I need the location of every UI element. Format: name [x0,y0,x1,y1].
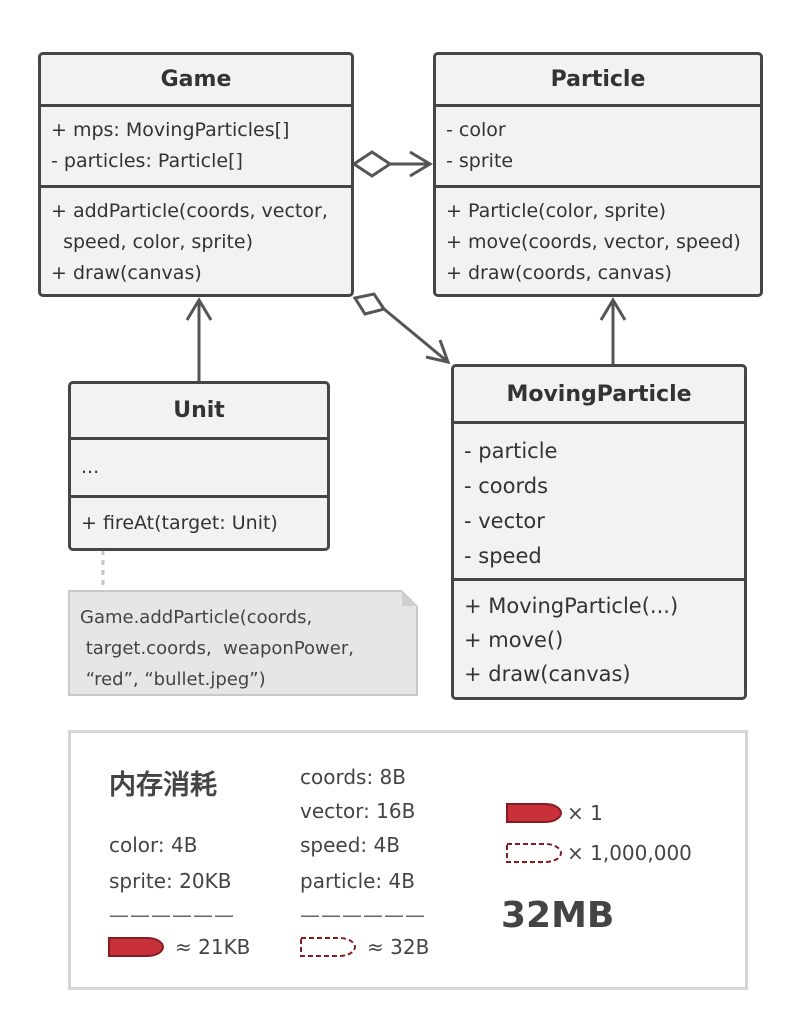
class-unit: Unit ... + fireAt(target: Unit) [68,381,330,551]
field: + mps: MovingParticles[] [51,119,290,141]
legend-col2-total: ≈ 32B [367,935,430,959]
legend-col1-divider: —————— [109,903,235,927]
field: ... [81,456,100,478]
note-fold-corner [402,590,418,606]
class-movingparticle-title: MovingParticle [454,367,744,424]
count-solid: × 1 [567,801,603,825]
method: + draw(coords, canvas) [446,262,672,284]
aggregation-game-particle [351,150,433,178]
memory-usage-title: 内存消耗 [109,770,217,801]
bullet-solid-icon [108,937,165,957]
field: - vector [464,509,545,533]
note-line: Game.addParticle(coords, [80,607,313,628]
class-unit-fields: ... [71,440,327,498]
class-movingparticle: MovingParticle - particle - coords - vec… [451,364,747,700]
legend-col2-item: coords: 8B [300,765,406,789]
class-particle-fields: - color - sprite [436,107,760,188]
memory-usage-panel: 内存消耗 color: 4B sprite: 20KB —————— ≈ 21K… [68,730,748,990]
method: speed, color, sprite) [51,231,254,253]
bullet-solid-icon [506,803,563,823]
legend-col1-total: ≈ 21KB [175,935,251,959]
class-unit-title: Unit [71,384,327,440]
legend-col2-item: particle: 4B [300,869,415,893]
class-particle: Particle - color - sprite + Particle(col… [433,52,763,297]
field: - sprite [446,150,514,172]
method: + Particle(color, sprite) [446,200,667,222]
legend-col2-divider: —————— [300,903,426,927]
class-game: Game + mps: MovingParticles[] - particle… [38,52,354,297]
class-game-fields: + mps: MovingParticles[] - particles: Pa… [41,107,351,188]
bullet-dashed-icon [300,937,357,957]
code-note: Game.addParticle(coords, target.coords, … [68,590,418,696]
method: + move(coords, vector, speed) [446,231,741,253]
field: - speed [464,544,542,568]
class-particle-methods: + Particle(color, sprite) + move(coords,… [436,188,760,289]
class-movingparticle-fields: - particle - coords - vector - speed [454,424,744,581]
class-game-methods: + addParticle(coords, vector, speed, col… [41,188,351,289]
field: - particles: Particle[] [51,150,243,172]
field: - coords [464,474,549,498]
class-movingparticle-methods: + MovingParticle(...) + move() + draw(ca… [454,581,744,691]
legend-col1-item: sprite: 20KB [109,869,232,893]
class-game-title: Game [41,55,351,107]
class-particle-title: Particle [436,55,760,107]
aggregation-game-movingparticle [352,292,451,365]
bullet-dashed-icon [506,843,563,863]
method: + addParticle(coords, vector, [51,200,328,222]
count-dashed: × 1,000,000 [567,841,692,865]
dependency-movingparticle-particle [599,297,627,365]
method: + MovingParticle(...) [464,594,679,618]
method: + move() [464,628,564,652]
total-memory: 32MB [501,895,615,936]
method: + draw(canvas) [464,662,631,686]
method: + fireAt(target: Unit) [81,512,278,534]
note-line: target.coords, weaponPower, [80,638,354,659]
legend-col1-item: color: 4B [109,833,198,857]
note-line: “red”, “bullet.jpeg”) [80,669,266,690]
field: - particle [464,439,558,463]
dependency-unit-game [185,297,213,382]
legend-col2-item: speed: 4B [300,833,400,857]
field: - color [446,119,506,141]
class-unit-methods: + fireAt(target: Unit) [71,498,327,539]
method: + draw(canvas) [51,262,202,284]
legend-col2-item: vector: 16B [300,799,416,823]
